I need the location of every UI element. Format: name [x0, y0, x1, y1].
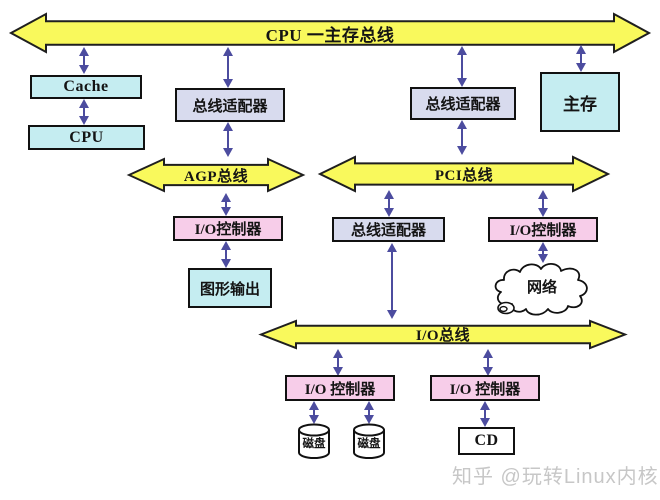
disk-cylinder: 磁盘 [352, 423, 386, 460]
node-cd: CD [458, 427, 515, 455]
connector-arrow [78, 47, 90, 74]
node-cache-label: Cache [63, 78, 109, 95]
node-bus-adapter-right: 总线适配器 [410, 87, 516, 120]
connector-arrow [575, 45, 587, 72]
bus-cpu-main-memory-label: CPU 一主存总线 [265, 25, 395, 45]
connector-arrow [482, 349, 494, 376]
node-io-controller-bottom-left: I/O 控制器 [285, 375, 395, 401]
node-io-controller-pci-label: I/O控制器 [509, 223, 577, 239]
double-arrow-bus-shape [126, 157, 306, 193]
disk-label: 磁盘 [302, 438, 326, 450]
node-main-memory: 主存 [540, 72, 620, 132]
bus-agp-label: AGP总线 [183, 168, 249, 185]
double-arrow-bus-shape [258, 319, 628, 350]
node-cpu: CPU [28, 125, 145, 150]
network-cloud-label: 网络 [526, 280, 557, 296]
node-graphics-output: 图形输出 [188, 268, 272, 308]
connector-arrow [456, 46, 468, 87]
connector-arrow [220, 193, 232, 216]
bus-io: I/O总线 [258, 319, 628, 350]
node-cd-label: CD [474, 432, 499, 449]
node-cpu-label: CPU [69, 128, 104, 146]
network-cloud: 网络 [490, 260, 594, 320]
connector-arrow [78, 99, 90, 125]
connector-arrow [537, 242, 549, 263]
connector-arrow [386, 243, 398, 319]
cylinder-shape [298, 423, 330, 459]
node-io-controller-agp-label: I/O控制器 [194, 222, 262, 238]
node-bus-adapter-left: 总线适配器 [175, 88, 285, 122]
connector-arrow [363, 401, 375, 424]
node-bus-adapter-mid: 总线适配器 [332, 217, 445, 242]
connector-arrow [308, 401, 320, 424]
bus-agp: AGP总线 [126, 157, 306, 193]
double-arrow-bus-shape [8, 12, 652, 54]
cylinder-shape [353, 423, 385, 459]
connector-arrow [222, 47, 234, 88]
node-io-controller-bottom-left-label: I/O 控制器 [304, 381, 376, 398]
node-main-memory-label: 主存 [563, 94, 597, 114]
disk-label: 磁盘 [357, 438, 381, 450]
cloud-shape [494, 263, 588, 316]
bus-cpu-main-memory: CPU 一主存总线 [8, 12, 652, 54]
connector-arrow [220, 241, 232, 268]
connector-arrow [383, 190, 395, 217]
disk-cylinder: 磁盘 [297, 423, 331, 460]
double-arrow-bus-shape [317, 155, 611, 193]
watermark: 知乎 @玩转Linux内核 [452, 466, 659, 488]
node-io-controller-bottom-right-label: I/O 控制器 [449, 381, 521, 398]
connector-arrow [479, 401, 491, 427]
node-bus-adapter-left-label: 总线适配器 [192, 98, 268, 115]
connector-arrow [537, 190, 549, 217]
node-io-controller-agp: I/O控制器 [173, 216, 283, 241]
connector-arrow [222, 122, 234, 157]
node-cache: Cache [30, 75, 142, 99]
node-graphics-output-label: 图形输出 [199, 281, 260, 298]
bus-pci: PCI总线 [317, 155, 611, 193]
node-io-controller-bottom-right: I/O 控制器 [430, 375, 540, 401]
connector-arrow [456, 120, 468, 155]
node-bus-adapter-mid-label: 总线适配器 [350, 223, 426, 239]
connector-arrow [332, 349, 344, 376]
bus-io-label: I/O总线 [415, 328, 471, 344]
node-io-controller-pci: I/O控制器 [488, 217, 598, 242]
node-bus-adapter-right-label: 总线适配器 [425, 97, 501, 113]
bus-pci-label: PCI总线 [434, 167, 494, 184]
